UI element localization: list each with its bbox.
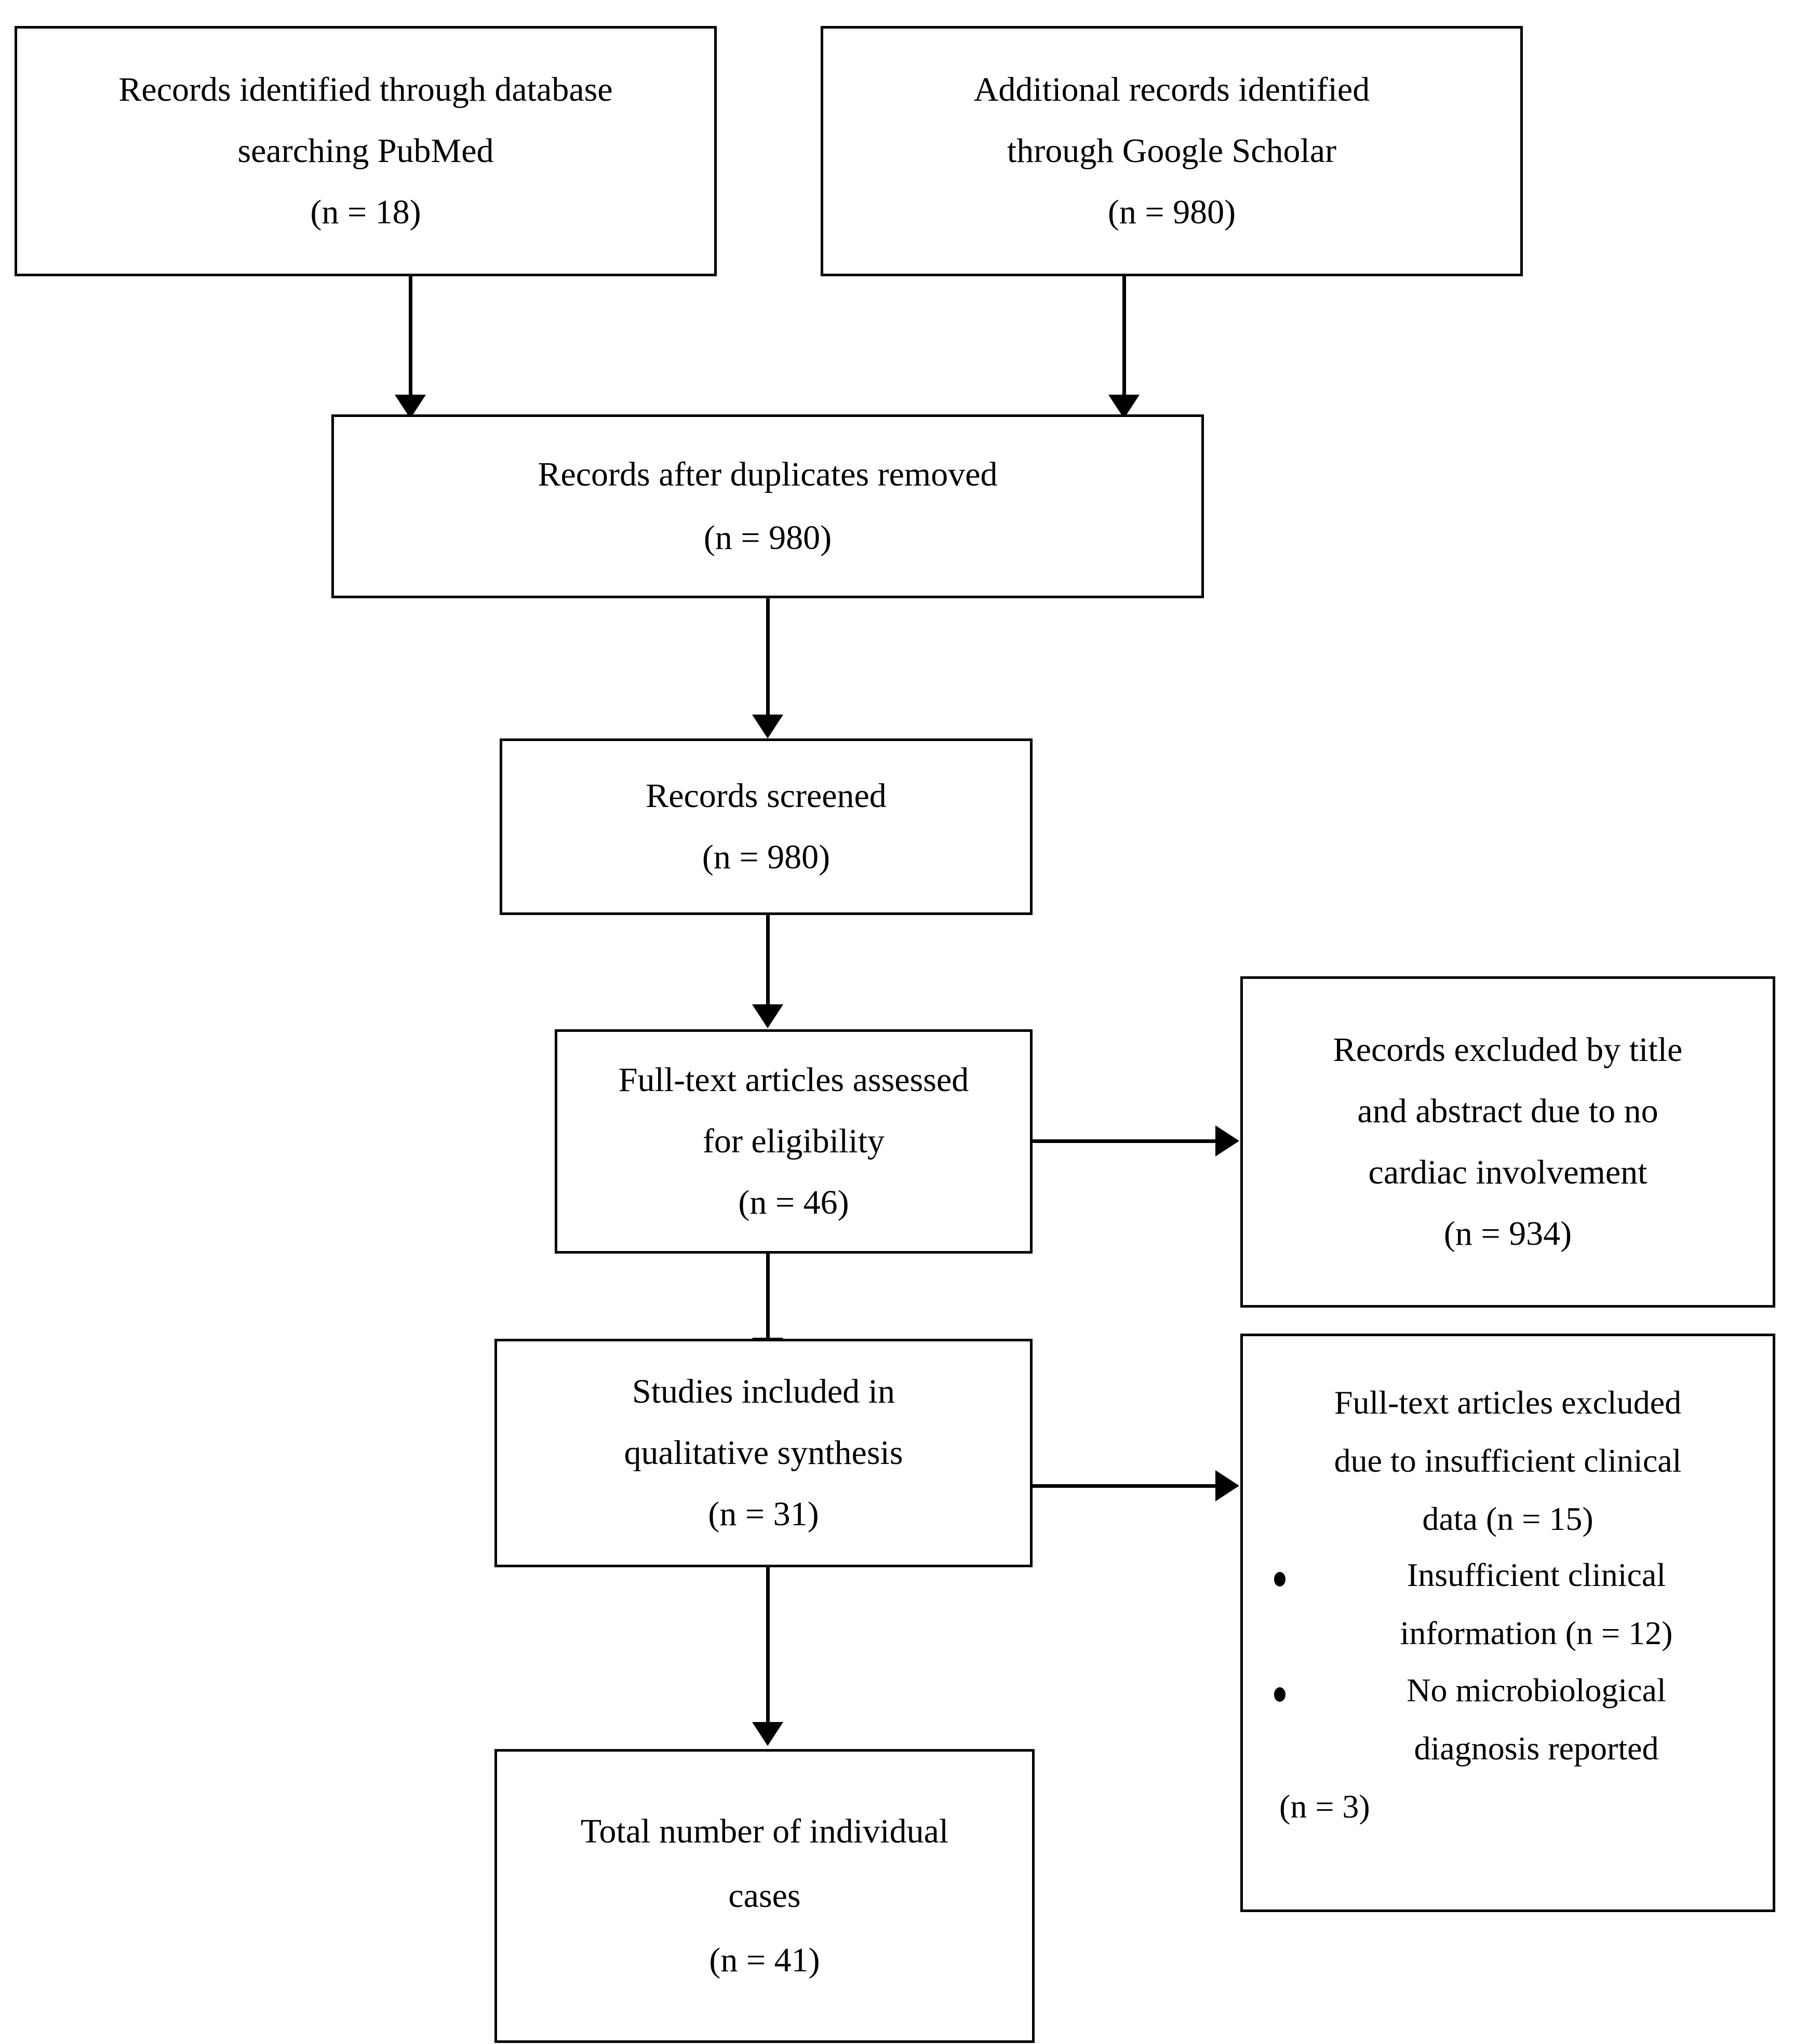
connector-line bbox=[1033, 1484, 1217, 1488]
list-item-text: Insufficient clinical bbox=[1407, 1556, 1666, 1593]
node-text-line: Records screened bbox=[646, 777, 887, 815]
node-text-line: for eligibility bbox=[702, 1122, 885, 1160]
node-count: data (n = 15) bbox=[1422, 1500, 1593, 1537]
node-text-line: qualitative synthesis bbox=[624, 1434, 903, 1472]
node-text-line: searching PubMed bbox=[237, 132, 494, 170]
node-records-excluded-title-abstract: Records excluded by title and abstract d… bbox=[1240, 976, 1775, 1308]
bullet-point-icon bbox=[1274, 1687, 1285, 1702]
exclusion-reason-list: Insufficient clinical information (n = 1… bbox=[1243, 1558, 1773, 1765]
node-count: (n = 18) bbox=[310, 193, 421, 231]
arrow-down-icon bbox=[752, 715, 783, 738]
node-text-line: Total number of individual bbox=[580, 1812, 949, 1850]
node-records-after-duplicates-removed: Records after duplicates removed (n = 98… bbox=[331, 414, 1204, 598]
node-count: (n = 46) bbox=[738, 1184, 849, 1221]
node-text-line: Records identified through database bbox=[118, 71, 613, 109]
list-item-text: No microbiological bbox=[1407, 1672, 1666, 1709]
node-text-line: Records after duplicates removed bbox=[538, 455, 998, 493]
node-text-line: Additional records identified bbox=[973, 71, 1370, 109]
node-text-line: due to insufficient clinical bbox=[1334, 1442, 1682, 1479]
connector-line bbox=[409, 276, 412, 397]
list-item-text: information (n = 12) bbox=[1400, 1615, 1673, 1651]
node-fulltext-articles-excluded: Full-text articles excluded due to insuf… bbox=[1240, 1334, 1775, 1912]
node-records-screened: Records screened (n = 980) bbox=[500, 738, 1033, 915]
node-text-line: cases bbox=[728, 1877, 801, 1915]
arrow-down-icon bbox=[752, 1004, 783, 1028]
node-records-identified-pubmed: Records identified through database sear… bbox=[15, 26, 717, 276]
connector-line bbox=[1122, 276, 1126, 397]
node-text-line: Studies included in bbox=[632, 1373, 895, 1410]
connector-line bbox=[766, 1567, 770, 1724]
list-item: Insufficient clinical information (n = 1… bbox=[1243, 1558, 1773, 1650]
connector-line bbox=[766, 1254, 770, 1340]
node-additional-records-google-scholar: Additional records identified through Go… bbox=[821, 26, 1523, 276]
node-studies-included-qualitative-synthesis: Studies included in qualitative synthesi… bbox=[494, 1339, 1033, 1567]
node-text-line: Records excluded by title bbox=[1333, 1031, 1683, 1069]
node-total-number-individual-cases: Total number of individual cases (n = 41… bbox=[494, 1749, 1035, 2043]
node-count: (n = 41) bbox=[709, 1941, 820, 1979]
node-count: (n = 934) bbox=[1443, 1215, 1572, 1253]
node-count: (n = 31) bbox=[708, 1495, 819, 1533]
connector-line bbox=[766, 598, 770, 717]
node-count: (n = 980) bbox=[702, 838, 831, 876]
node-count: (n = 980) bbox=[703, 519, 832, 557]
node-count: (n = 980) bbox=[1107, 193, 1236, 231]
arrow-right-icon bbox=[1215, 1470, 1239, 1501]
node-text-line: Full-text articles excluded bbox=[1334, 1384, 1682, 1421]
node-text-line: cardiac involvement bbox=[1368, 1153, 1648, 1191]
list-item-text: diagnosis reported bbox=[1414, 1730, 1659, 1767]
connector-line bbox=[766, 915, 770, 1006]
node-text-line: and abstract due to no bbox=[1357, 1092, 1658, 1130]
list-trailing-count: (n = 3) bbox=[1279, 1788, 1370, 1825]
connector-line bbox=[1033, 1139, 1217, 1143]
list-item: No microbiological diagnosis reported bbox=[1243, 1674, 1773, 1765]
bullet-point-icon bbox=[1274, 1572, 1285, 1586]
arrow-down-icon bbox=[752, 1722, 783, 1746]
node-text-line: Full-text articles assessed bbox=[618, 1061, 969, 1099]
node-text-line: through Google Scholar bbox=[1007, 132, 1337, 170]
arrow-right-icon bbox=[1215, 1125, 1239, 1157]
node-fulltext-articles-assessed: Full-text articles assessed for eligibil… bbox=[555, 1029, 1033, 1254]
